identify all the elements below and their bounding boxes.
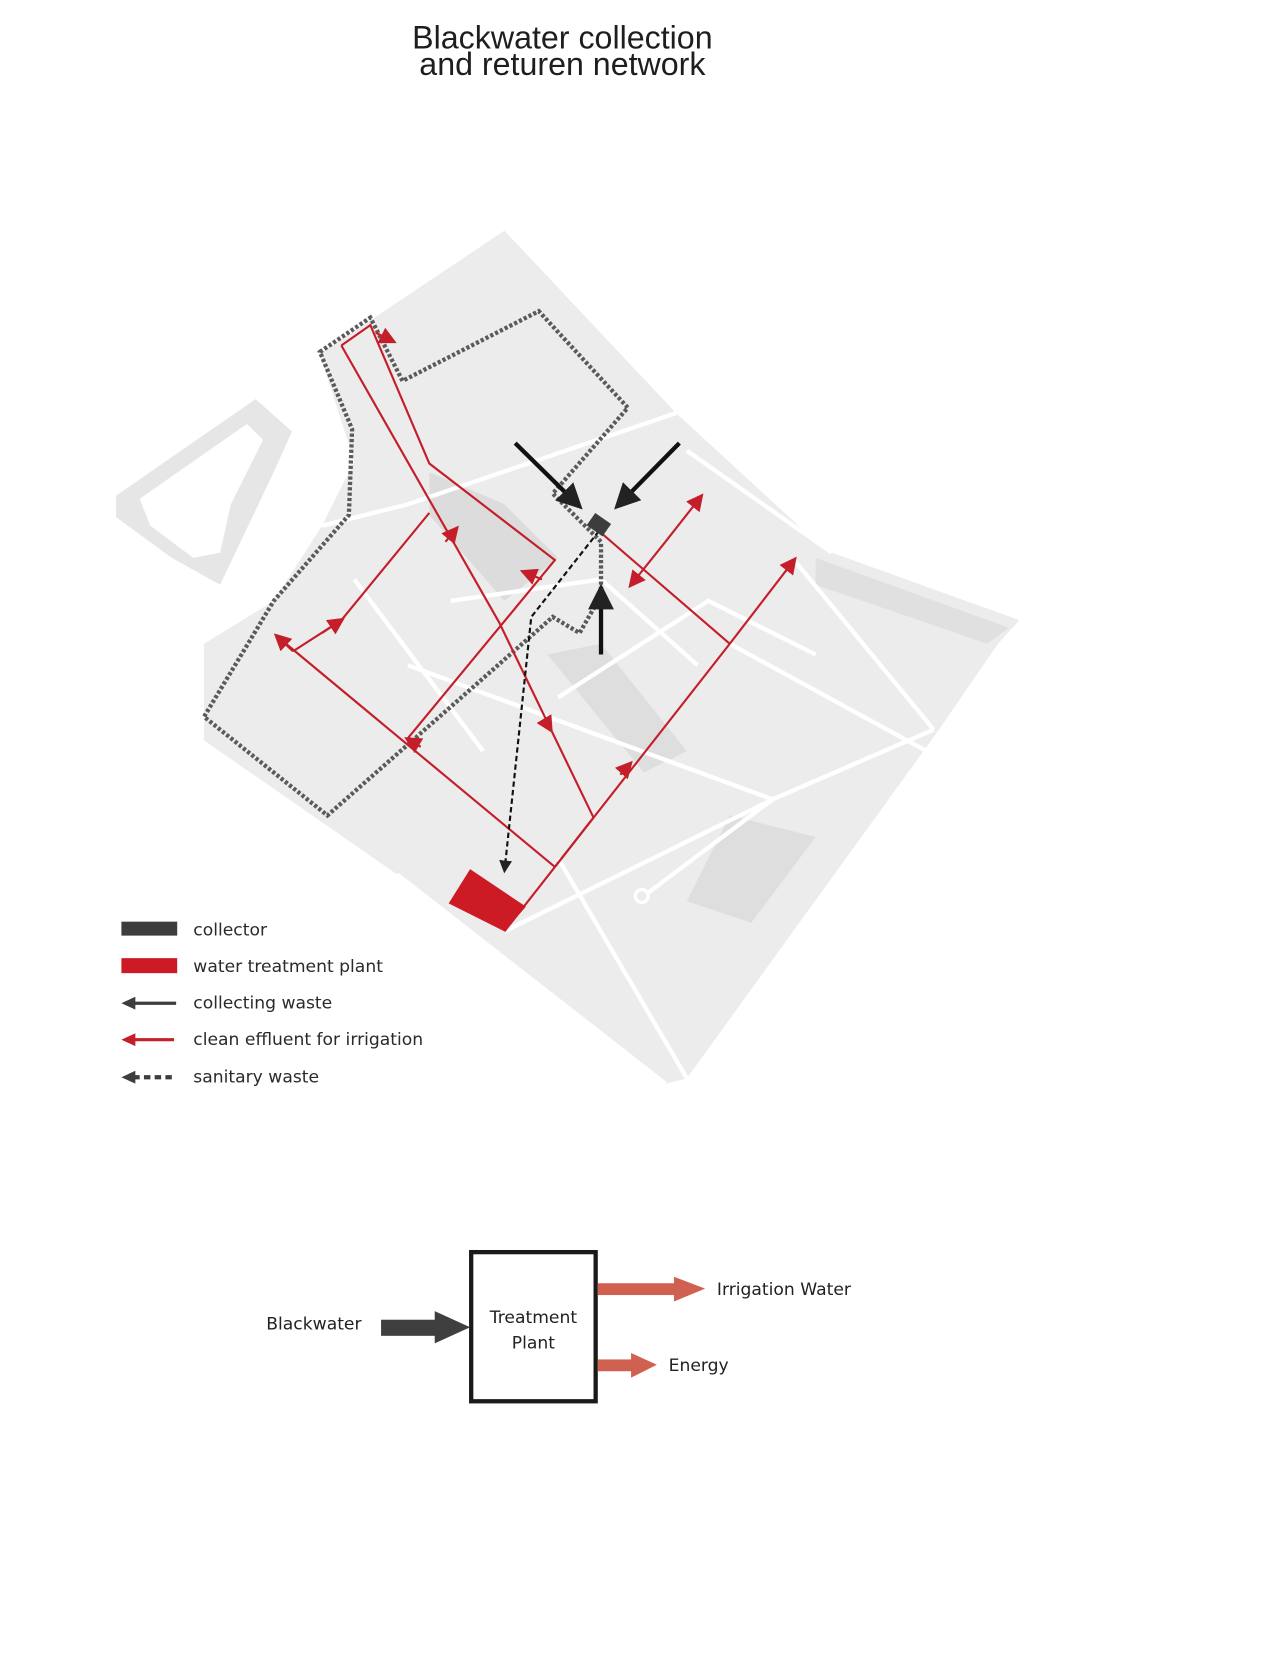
- title-line-2: and returen network: [419, 46, 706, 82]
- district-block-dark: [686, 815, 816, 923]
- dashed-arrow-icon: [121, 1070, 174, 1084]
- dark-arrow-icon: [121, 996, 177, 1010]
- output-label-irrigation: Irrigation Water: [717, 1280, 852, 1300]
- box-label-2: Plant: [512, 1334, 555, 1354]
- legend-label: water treatment plant: [193, 957, 383, 977]
- output-label-energy: Energy: [669, 1356, 729, 1376]
- title-line-1: Blackwater collection: [412, 19, 712, 55]
- legend: collector water treatment plant collecti…: [121, 921, 423, 1088]
- title: Blackwater collection and returen networ…: [412, 19, 712, 82]
- streets: [321, 411, 967, 1086]
- collector-swatch: [121, 921, 178, 936]
- input-arrow-icon: [381, 1311, 471, 1344]
- box-label-1: Treatment: [489, 1308, 578, 1328]
- legend-label: clean effluent for irrigation: [193, 1030, 423, 1050]
- district-block-dark: [429, 472, 559, 601]
- lake-water: [139, 423, 264, 558]
- effluent-network: [273, 323, 797, 932]
- district-block-dark: [815, 557, 1009, 644]
- irrigation-arrow-icon: [597, 1276, 706, 1302]
- collecting-arrows: [513, 441, 681, 655]
- legend-label: collector: [193, 921, 268, 941]
- sanitary-waste-line: [499, 530, 600, 874]
- input-label: Blackwater: [266, 1314, 362, 1334]
- red-arrow-icon: [121, 1033, 174, 1047]
- plant-swatch: [121, 958, 178, 974]
- legend-label: sanitary waste: [193, 1068, 319, 1088]
- site-map: [116, 230, 1020, 1086]
- collector: [586, 512, 612, 537]
- legend-label: collecting waste: [193, 994, 332, 1014]
- water-treatment-plant: [448, 869, 526, 932]
- energy-arrow-icon: [597, 1352, 657, 1378]
- process-flow: Blackwater Treatment Plant Irrigation Wa…: [266, 1249, 852, 1404]
- treatment-plant-box: [469, 1249, 598, 1404]
- district-block-dark: [547, 643, 687, 773]
